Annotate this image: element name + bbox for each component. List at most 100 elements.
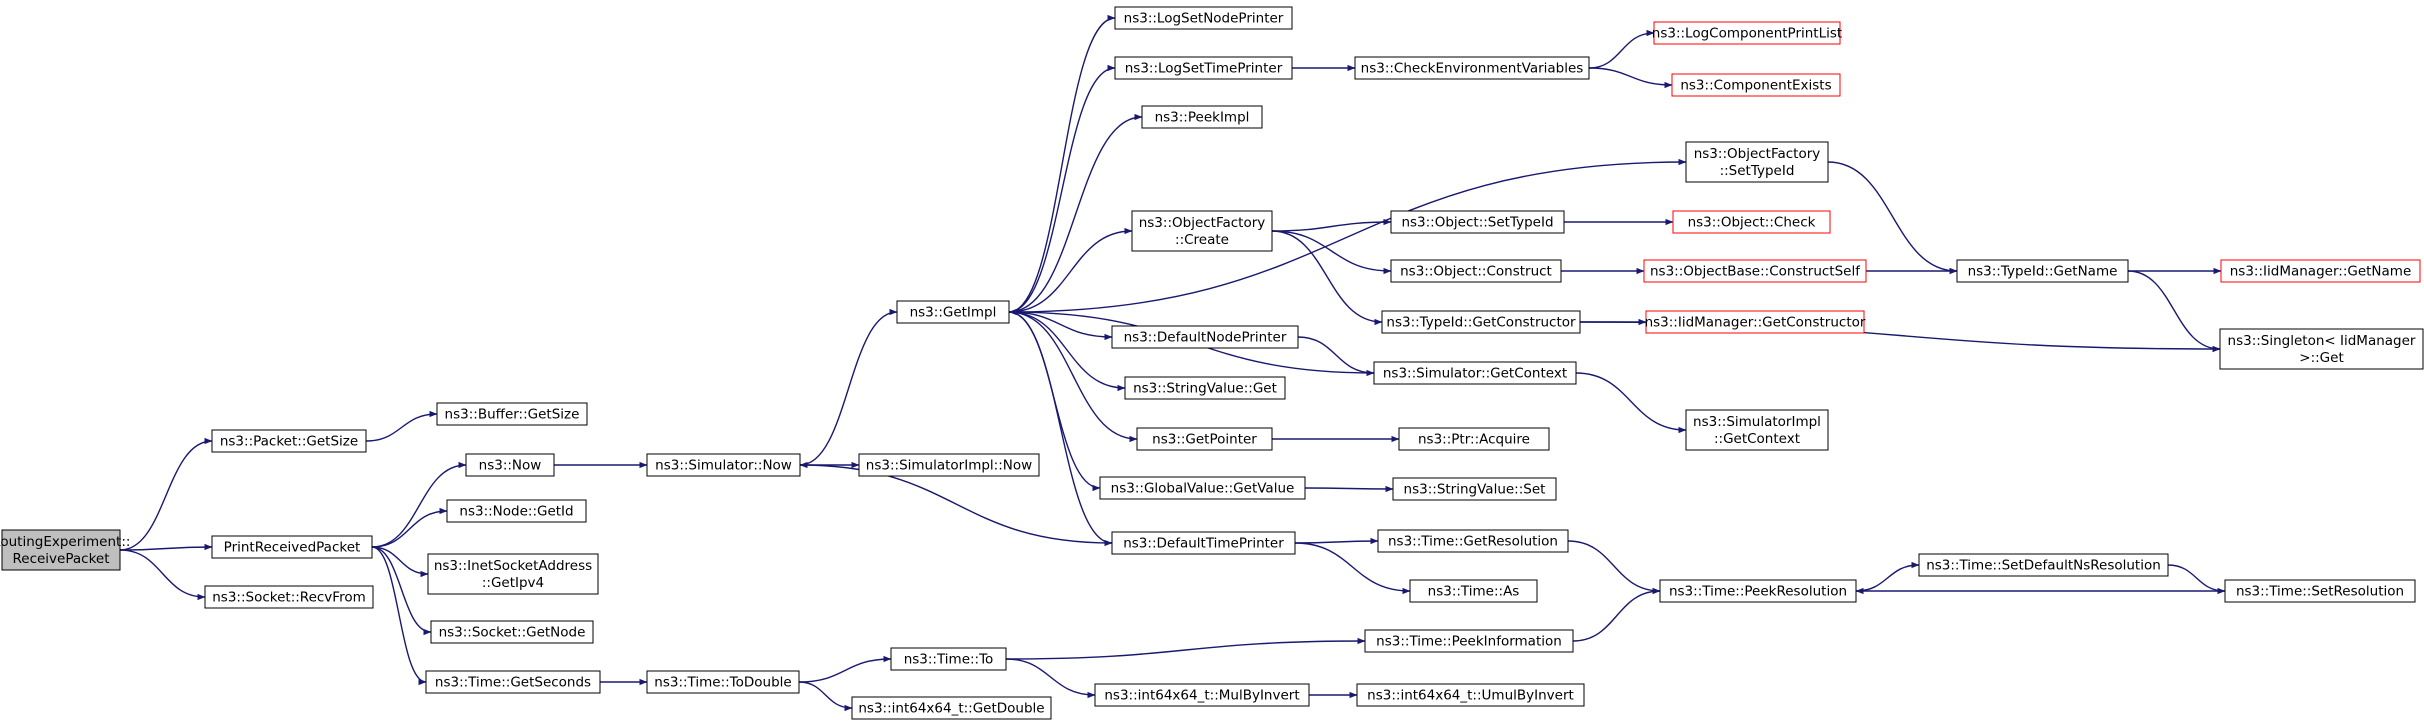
node-label: ns3::DefaultTimePrinter	[1123, 536, 1284, 552]
node-routing-receive[interactable]: RoutingExperiment::ReceivePacket	[0, 529, 130, 571]
node-simimpl-now[interactable]: ns3::SimulatorImpl::Now	[858, 453, 1040, 477]
node-time-peekinformation[interactable]: ns3::Time::PeekInformation	[1364, 629, 1574, 653]
node-socket-recvfrom[interactable]: ns3::Socket::RecvFrom	[204, 585, 374, 609]
node-object-construct[interactable]: ns3::Object::Construct	[1390, 259, 1562, 283]
node-node-getid[interactable]: ns3::Node::GetId	[446, 499, 587, 523]
node-label: ns3::StringValue::Get	[1133, 381, 1277, 397]
node-sim-now[interactable]: ns3::Simulator::Now	[646, 453, 801, 477]
edge-getimpl-to-peekimpl	[1008, 113, 1143, 313]
node-label: ReceivePacket	[12, 551, 109, 567]
node-inet-getipv4[interactable]: ns3::InetSocketAddress::GetIpv4	[427, 553, 599, 595]
edge-time_peekinformation-to-time_peekresolution	[1572, 587, 1661, 642]
node-label: ns3::SimulatorImpl::Now	[866, 458, 1032, 474]
edge-print_received-to-node_getid	[371, 507, 448, 548]
edge-defaultnodeprinter-to-sim_getcontext	[1297, 336, 1375, 377]
nodes-layer: RoutingExperiment::ReceivePacket ns3::Pac…	[0, 6, 2424, 720]
node-box	[1956, 259, 2129, 283]
node-box	[446, 499, 587, 523]
edge-defaulttimeprinter-to-time_getresolution	[1294, 537, 1379, 545]
node-now[interactable]: ns3::Now	[465, 453, 555, 477]
node-packet-getsize[interactable]: ns3::Packet::GetSize	[211, 429, 367, 453]
node-print-received[interactable]: PrintReceivedPacket	[211, 535, 373, 559]
node-i64-mulbyinvert[interactable]: ns3::int64x64_t::MulByInvert	[1094, 683, 1310, 707]
node-object-check[interactable]: ns3::Object::Check	[1672, 210, 1831, 234]
node-logsettimeprinter[interactable]: ns3::LogSetTimePrinter	[1114, 56, 1293, 80]
node-time-as[interactable]: ns3::Time::As	[1409, 579, 1538, 603]
edge-routing_receive-to-socket_recvfrom	[119, 549, 206, 601]
node-time-to[interactable]: ns3::Time::To	[890, 647, 1007, 671]
node-box	[465, 453, 555, 477]
node-box	[646, 670, 800, 694]
node-logsetnodeprinter[interactable]: ns3::LogSetNodePrinter	[1114, 6, 1293, 30]
node-iidmanager-getconstructor[interactable]: ns3::IidManager::GetConstructor	[1645, 310, 1866, 334]
node-label: >::Get	[2299, 350, 2343, 366]
node-objectbase-constructself[interactable]: ns3::ObjectBase::ConstructSelf	[1643, 259, 1867, 283]
node-time-setresolution[interactable]: ns3::Time::SetResolution	[2224, 579, 2416, 603]
node-time-setdefaultnsres[interactable]: ns3::Time::SetDefaultNsResolution	[1918, 553, 2169, 577]
node-checkenv[interactable]: ns3::CheckEnvironmentVariables	[1354, 56, 1590, 80]
node-objfactory-create[interactable]: ns3::ObjectFactory::Create	[1131, 210, 1273, 252]
node-logcomponentprintlist[interactable]: ns3::LogComponentPrintList	[1652, 21, 1842, 45]
node-typeid-getname[interactable]: ns3::TypeId::GetName	[1956, 259, 2129, 283]
node-object-settypeid[interactable]: ns3::Object::SetTypeId	[1390, 210, 1565, 234]
node-label: ns3::int64x64_t::GetDouble	[858, 701, 1044, 717]
node-time-getseconds[interactable]: ns3::Time::GetSeconds	[425, 670, 601, 694]
node-globalvalue-getvalue[interactable]: ns3::GlobalValue::GetValue	[1099, 476, 1306, 500]
node-label: ::SetTypeId	[1720, 163, 1795, 179]
node-socket-getnode[interactable]: ns3::Socket::GetNode	[430, 620, 594, 644]
node-box	[1390, 259, 1562, 283]
node-defaultnodeprinter[interactable]: ns3::DefaultNodePrinter	[1111, 325, 1299, 349]
node-box	[1390, 210, 1565, 234]
node-box	[1124, 376, 1286, 400]
edge-objfactory_create-to-object_construct	[1271, 230, 1392, 275]
node-label: ns3::Simulator::Now	[655, 458, 792, 474]
node-sim-getcontext[interactable]: ns3::Simulator::GetContext	[1373, 361, 1577, 385]
node-ptr-acquire[interactable]: ns3::Ptr::Acquire	[1398, 427, 1550, 451]
node-getpointer[interactable]: ns3::GetPointer	[1136, 427, 1273, 451]
node-box	[1364, 629, 1574, 653]
node-box	[211, 535, 373, 559]
edge-print_received-to-inet_getipv4	[371, 546, 429, 578]
node-box	[1685, 141, 1829, 183]
node-label: ::GetContext	[1714, 431, 1800, 447]
node-buffer-getsize[interactable]: ns3::Buffer::GetSize	[436, 402, 588, 426]
node-typeid-getconstructor[interactable]: ns3::TypeId::GetConstructor	[1381, 310, 1581, 334]
node-defaulttimeprinter[interactable]: ns3::DefaultTimePrinter	[1111, 531, 1296, 555]
node-box	[1672, 210, 1831, 234]
node-stringvalue-set[interactable]: ns3::StringValue::Set	[1392, 477, 1557, 501]
edge-typeid_getname-to-singleton_get	[2127, 270, 2221, 353]
node-peekimpl[interactable]: ns3::PeekImpl	[1141, 105, 1263, 129]
node-label: ns3::LogSetTimePrinter	[1125, 61, 1283, 77]
node-simimpl-getcontext[interactable]: ns3::SimulatorImpl::GetContext	[1685, 409, 1829, 451]
node-box	[1653, 21, 1841, 45]
node-iidmanager-getname[interactable]: ns3::IidManager::GetName	[2220, 259, 2421, 283]
node-label: ns3::Time::As	[1428, 584, 1520, 600]
node-objfactory-settypeid[interactable]: ns3::ObjectFactory::SetTypeId	[1685, 141, 1829, 183]
node-box	[2224, 579, 2416, 603]
node-label: ns3::ObjectFactory	[1694, 146, 1821, 162]
node-box	[1398, 427, 1550, 451]
node-box	[1, 529, 121, 571]
node-stringvalue-get[interactable]: ns3::StringValue::Get	[1124, 376, 1286, 400]
node-label: ns3::TypeId::GetName	[1968, 264, 2118, 280]
edge-objfactory_create-to-object_settypeid	[1271, 218, 1392, 232]
node-box	[427, 553, 599, 595]
node-label: ns3::GlobalValue::GetValue	[1111, 481, 1295, 497]
node-singleton-get[interactable]: ns3::Singleton< IidManager>::Get	[2219, 328, 2424, 370]
edge-print_received-to-socket_getnode	[371, 546, 432, 636]
node-label: RoutingExperiment::	[0, 534, 130, 550]
node-time-todouble[interactable]: ns3::Time::ToDouble	[646, 670, 800, 694]
node-getimpl[interactable]: ns3::GetImpl	[896, 300, 1010, 324]
node-label: ns3::DefaultNodePrinter	[1124, 330, 1287, 346]
node-i64-getdouble[interactable]: ns3::int64x64_t::GetDouble	[851, 696, 1052, 720]
node-time-peekresolution[interactable]: ns3::Time::PeekResolution	[1659, 579, 1857, 603]
node-label: ns3::Ptr::Acquire	[1418, 432, 1530, 448]
node-componentexists[interactable]: ns3::ComponentExists	[1671, 73, 1841, 97]
node-time-getresolution[interactable]: ns3::Time::GetResolution	[1377, 529, 1569, 553]
node-i64-umulbyinvert[interactable]: ns3::int64x64_t::UmulByInvert	[1356, 683, 1585, 707]
node-box	[858, 453, 1040, 477]
node-label: ns3::Socket::RecvFrom	[212, 590, 366, 606]
edge-defaulttimeprinter-to-sim_now	[799, 461, 1113, 544]
edge-objfactory_settypeid-to-typeid_getname	[1827, 161, 1958, 275]
